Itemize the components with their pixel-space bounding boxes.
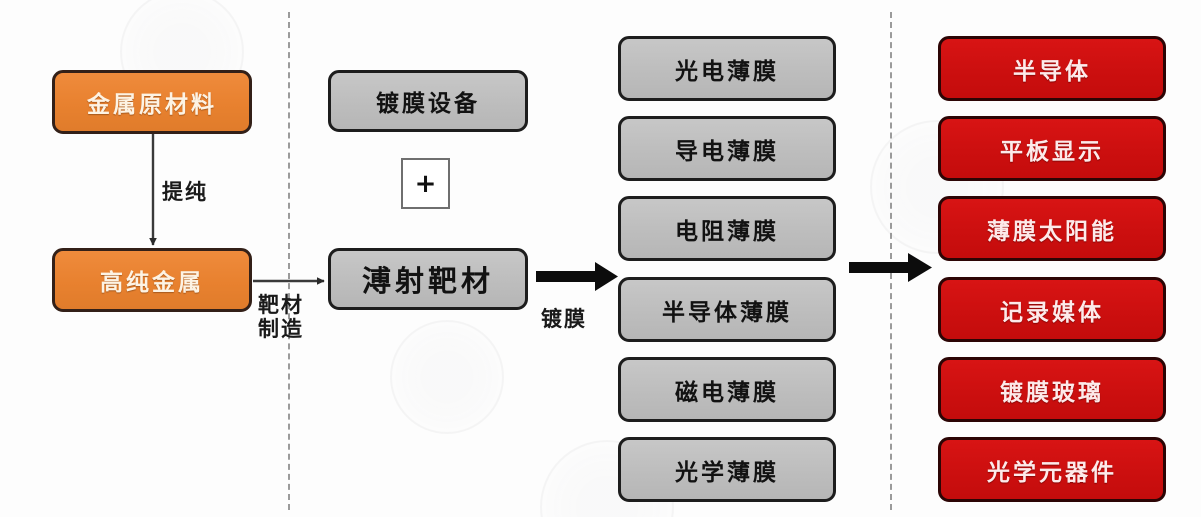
plus-symbol-box: + <box>401 158 450 209</box>
watermark-decoration <box>390 320 504 434</box>
node-coating-equipment[interactable]: 镀膜设备 <box>328 70 528 132</box>
node-metal-raw-material[interactable]: 金属原材料 <box>52 70 252 134</box>
target-manufacture-line-2: 制造 <box>258 316 304 341</box>
node-film-resistive[interactable]: 电阻薄膜 <box>618 196 836 261</box>
target-manufacture-line-1: 靶材 <box>258 293 304 317</box>
node-film-photoelectric[interactable]: 光电薄膜 <box>618 36 836 101</box>
node-application-thin-film-solar[interactable]: 薄膜太阳能 <box>938 196 1166 261</box>
section-divider-upstream-midstream <box>288 12 290 510</box>
connector-label-coating: 镀膜 <box>541 307 587 331</box>
node-application-optical-components[interactable]: 光学元器件 <box>938 437 1166 502</box>
arrow-coating <box>536 262 618 291</box>
connector-label-purify: 提纯 <box>162 180 208 204</box>
node-application-coated-glass[interactable]: 镀膜玻璃 <box>938 357 1166 422</box>
node-film-magnetoelectric[interactable]: 磁电薄膜 <box>618 357 836 422</box>
node-application-semiconductor[interactable]: 半导体 <box>938 36 1166 101</box>
node-application-flat-panel-display[interactable]: 平板显示 <box>938 116 1166 181</box>
node-application-recording-media[interactable]: 记录媒体 <box>938 277 1166 342</box>
connector-label-target-manufacture: 靶材制造 <box>258 293 320 341</box>
node-sputtering-target[interactable]: 溥射靶材 <box>328 248 528 310</box>
section-divider-film-application <box>890 12 892 510</box>
node-film-conductive[interactable]: 导电薄膜 <box>618 116 836 181</box>
node-film-semiconductor[interactable]: 半导体薄膜 <box>618 277 836 342</box>
node-film-optical[interactable]: 光学薄膜 <box>618 437 836 502</box>
node-high-purity-metal[interactable]: 高纯金属 <box>52 248 252 312</box>
